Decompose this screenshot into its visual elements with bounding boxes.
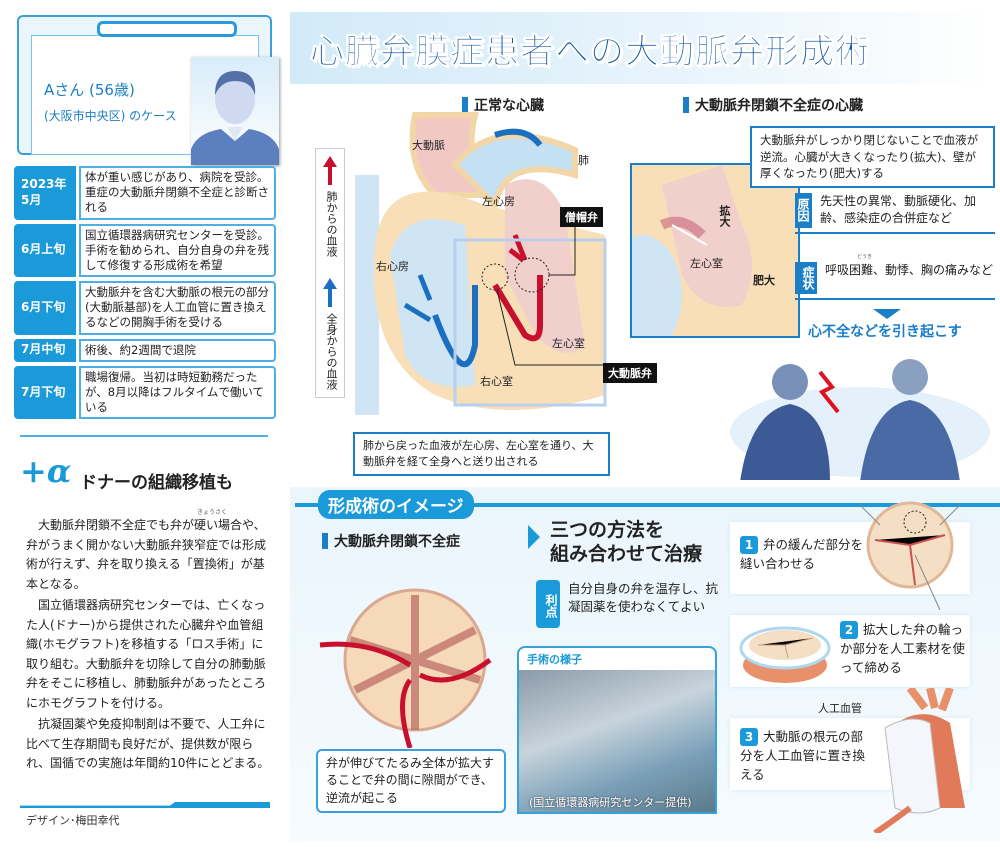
patient-location: (大阪市中央区) のケース [44,109,177,123]
surgery-photo-frame: 手術の様子 (国立循環器病研究センター提供) [517,646,717,814]
page-title: 心臓弁膜症患者への大動脈弁形成術 [310,32,870,73]
down-triangle-icon [873,309,901,319]
patient-silhouette-icon [191,57,279,165]
timeline-text: 大動脈弁を含む大動脈の根元の部分(大動脈基部)を人工血管に置き換えるなどの開胸手… [79,281,276,335]
label-hypertrophy: 肥大 [753,274,775,287]
methods-title: 三つの方法を 組み合わせて治療 [550,519,703,565]
cause-tag: 原因 [795,193,812,228]
design-credit: デザイン･梅田幸代 [26,814,120,827]
label-right-ventricle: 右心室 [480,375,513,388]
clipboard-clip [97,21,237,37]
repair-section-title: 形成術のイメージ [318,490,474,519]
symptom-text: 呼吸困難、動悸、胸の痛みなど [825,263,994,277]
enlarged-ventricle-illustration [632,165,798,336]
regurgitation-heading: 大動脈弁閉鎖不全症の心臓 [683,95,863,115]
regurgitation-description: 大動脈弁がしっかり閉じないことで血液が逆流。心臓が大きくなったり(拡大)、壁が厚… [750,126,995,189]
patient-name: Aさん (56歳) [44,81,135,99]
article-body: 大動脈弁閉鎖不全症でも弁が硬い場合や、弁がうまく開かない大動脈弁狭窄症では形成術… [26,516,272,776]
patient-case-card: Aさん (56歳) (大阪市中央区) のケース [17,15,279,165]
label-left-atrium: 左心房 [482,195,515,208]
method-number: 3 [740,728,758,746]
symptom-ruby: どうき [857,254,873,260]
label-left-ventricle: 左心室 [552,337,585,350]
leaking-valve-illustration [319,588,492,748]
symptom-tag: 症状 [795,262,817,294]
timeline-text: 国立循環器病研究センターを受診。手術を勧められ、自分自身の弁を残して修復する形成… [79,223,276,278]
timeline-date: 7月中旬 [14,338,76,362]
method-description: 大動脈の根元の部分を人工血管に置き換える [740,729,866,782]
suture-valve-illustration [859,501,961,611]
timeline-date: 2023年 5月 [14,166,76,220]
heading-text: 大動脈弁閉鎖不全症の心臓 [695,98,863,114]
method-number: 1 [740,536,758,554]
suffering-patients-illustration [730,359,990,480]
symptom-row: 症状 呼吸困難、動悸、胸の痛みなど [795,262,995,300]
legend-blue-label: 全身からの血液 [325,313,338,390]
annuloplasty-ring-illustration [739,626,831,683]
heading-text: 大動脈弁閉鎖不全症 [334,534,460,550]
timeline: 2023年 5月体が重い感じがあり、病院を受診。重症の大動脈弁閉鎖不全症と診断さ… [14,166,276,420]
red-arrow-icon [323,156,337,185]
timeline-text: 体が重い感じがあり、病院を受診。重症の大動脈弁閉鎖不全症と診断される [79,166,276,220]
timeline-row: 7月中旬術後、約2週間で退院 [14,338,276,362]
heading-text: 正常な心臓 [474,98,544,114]
section-line [295,503,1000,507]
method-description: 弁の緩んだ部分を縫い合わせる [740,537,864,571]
timeline-text: 職場復帰。当初は時短勤務だったが、8月以降はフルタイムで働いている [79,365,276,420]
benefit-tag: 利点 [536,580,560,628]
surgery-photo [519,670,715,812]
cause-text: 先天性の異常、動脈硬化、加齢、感染症の合併症など [820,194,977,226]
blue-arrow-icon [323,278,337,307]
label-aorta: 大動脈 [412,139,445,152]
timeline-row: 6月上旬国立循環器病研究センターを受診。手術を勧められ、自分自身の弁を残して修復… [14,223,276,278]
article-paragraph: 大動脈弁閉鎖不全症でも弁が硬い場合や、弁がうまく開かない大動脈弁狭窄症では形成術… [26,518,267,591]
play-triangle-icon [528,525,540,549]
article-paragraph: 抗凝固薬や免疫抑制剤は不要で、人工弁に比べて生存期間も良好だが、提供数が限られ、… [26,717,270,770]
article-title: ドナーの組織移植も [80,473,233,493]
valve-caption: 弁が伸びてたるみ全体が拡大することで弁の間に隙間ができ、逆流が起こる [316,749,506,814]
benefit-text: 自分自身の弁を温存し、抗凝固薬を使わなくてよい [568,581,719,615]
enlarged-heart-panel [630,163,800,338]
graft-label: 人工血管 [818,702,862,715]
timeline-row: 7月下旬職場復帰。当初は時短勤務だったが、8月以降はフルタイムで働いている [14,365,276,420]
label-left-ventricle-enlarged: 左心室 [690,257,723,270]
label-dilation: 拡大 [718,205,731,227]
label-aortic-valve: 大動脈弁 [603,363,657,383]
artificial-graft-illustration [873,688,965,833]
label-right-atrium: 右心房 [376,260,409,273]
article-paragraph: 国立循環器病研究センターでは、亡くなった人(ドナー)から提供された心臓弁や血管組… [26,598,267,710]
timeline-text: 術後、約2週間で退院 [79,338,276,362]
photo-label: 手術の様子 [527,653,582,666]
plus-alpha-icon: +α [20,452,72,490]
blood-flow-legend: 肺からの血液 全身からの血液 [315,148,345,398]
footer-line [20,802,270,808]
timeline-date: 7月下旬 [14,365,76,420]
title-banner [290,12,995,84]
timeline-row: 2023年 5月体が重い感じがあり、病院を受診。重症の大動脈弁閉鎖不全症と診断さ… [14,166,276,220]
photo-credit: (国立循環器病研究センター提供) [529,796,692,809]
ruby-text: きょうさく [197,509,228,516]
normal-heart-heading: 正常な心臓 [462,95,544,115]
cause-row: 原因 先天性の異常、動脈硬化、加齢、感染症の合併症など [795,193,995,234]
divider [20,435,268,437]
timeline-date: 6月下旬 [14,281,76,335]
legend-red-label: 肺からの血液 [325,191,338,257]
timeline-date: 6月上旬 [14,223,76,278]
timeline-row: 6月下旬大動脈弁を含む大動脈の根元の部分(大動脈基部)を人工血管に置き換えるなど… [14,281,276,335]
method-description: 拡大した弁の輪っか部分を人工素材を使って締める [840,622,966,675]
normal-heart-caption: 肺から戻った血液が左心房、左心室を通り、大動脈弁を経て全身へと送り出される [353,432,610,476]
label-lung: 肺 [578,154,589,167]
label-mitral-valve: 僧帽弁 [560,207,603,227]
result-text: 心不全などを引き起こす [808,324,962,340]
method-number: 2 [840,621,858,639]
aortic-regurgitation-heading: 大動脈弁閉鎖不全症 [322,531,460,551]
